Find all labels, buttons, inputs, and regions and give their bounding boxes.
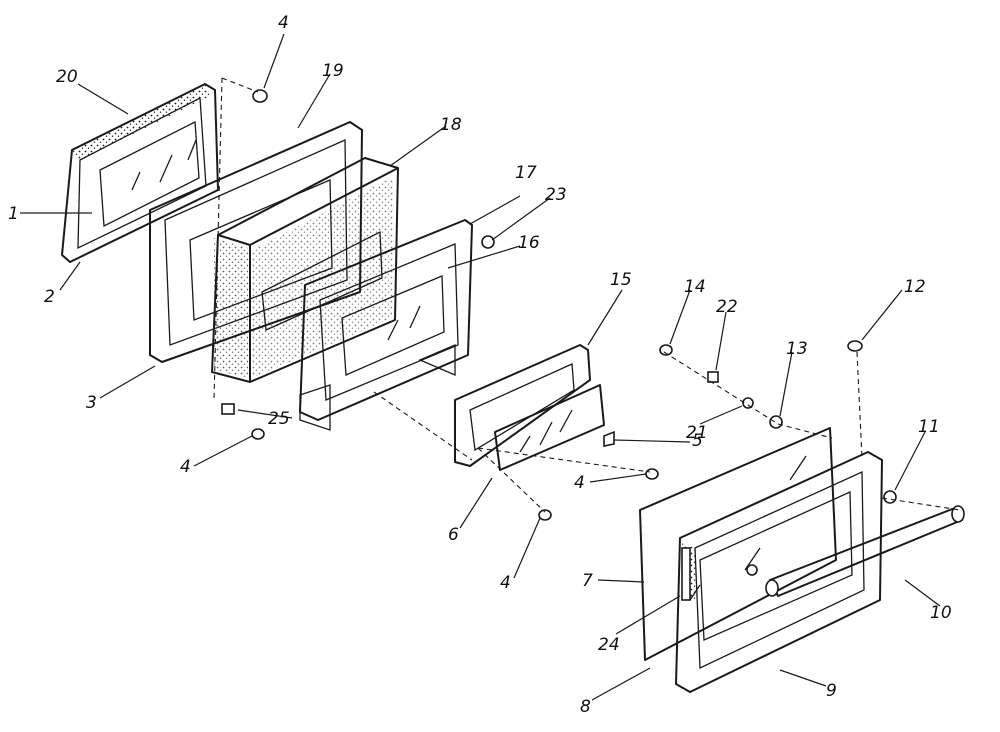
label-18: 18 — [440, 115, 462, 135]
screw-14 — [659, 344, 673, 356]
part-15-retainer-frame — [454, 344, 591, 467]
clip-5 — [603, 430, 615, 447]
label-13: 13 — [786, 339, 808, 359]
screw-mid — [645, 468, 659, 480]
label-19: 19 — [322, 61, 344, 81]
label-11: 11 — [918, 417, 940, 437]
label-24: 24 — [598, 635, 620, 655]
label-2: 2 — [44, 287, 55, 307]
part-10-handle — [765, 505, 965, 597]
part-18-insulation-box — [211, 157, 399, 383]
label-4-mid: 4 — [574, 473, 585, 493]
label-15: 15 — [610, 270, 632, 290]
leader-lines — [20, 33, 941, 701]
label-20: 20 — [56, 67, 78, 87]
screw-12 — [847, 340, 863, 352]
clip-25 — [221, 403, 235, 415]
screw-top — [252, 89, 268, 103]
label-6: 6 — [448, 525, 459, 545]
label-1: 1 — [8, 204, 19, 224]
part-17-inner-liner — [299, 219, 473, 431]
label-4-top: 4 — [278, 13, 289, 33]
part-6-inner-glass — [494, 384, 605, 471]
washer-front — [746, 564, 758, 576]
screw-lower — [538, 509, 552, 521]
part-9-outer-frame — [675, 451, 883, 693]
label-10: 10 — [930, 603, 952, 623]
label-16: 16 — [518, 233, 540, 253]
screw-23 — [481, 235, 495, 249]
label-14: 14 — [684, 277, 706, 297]
label-12: 12 — [904, 277, 926, 297]
screw-left-bottom — [251, 428, 265, 440]
label-17: 17 — [515, 163, 537, 183]
screw-11 — [883, 490, 897, 504]
hardware — [221, 89, 897, 601]
washer-13 — [769, 415, 783, 429]
assembly-lines — [213, 77, 961, 513]
part-20-outer-panel — [61, 83, 219, 263]
label-9: 9 — [826, 681, 837, 701]
label-21: 21 — [686, 423, 708, 443]
label-25: 25 — [268, 409, 290, 429]
label-23: 23 — [545, 185, 567, 205]
label-5: 5 — [692, 431, 703, 451]
label-7: 7 — [582, 571, 593, 591]
label-4-bottom: 4 — [500, 573, 511, 593]
label-3: 3 — [86, 393, 97, 413]
callout-labels: 20 1 2 3 4 19 18 17 23 16 25 4 15 14 22 … — [8, 13, 952, 717]
label-4-left: 4 — [180, 457, 191, 477]
strip-24 — [681, 547, 691, 601]
label-8: 8 — [580, 697, 591, 717]
washer-21 — [742, 397, 754, 409]
label-22: 22 — [716, 297, 738, 317]
spacer-22 — [707, 371, 719, 383]
